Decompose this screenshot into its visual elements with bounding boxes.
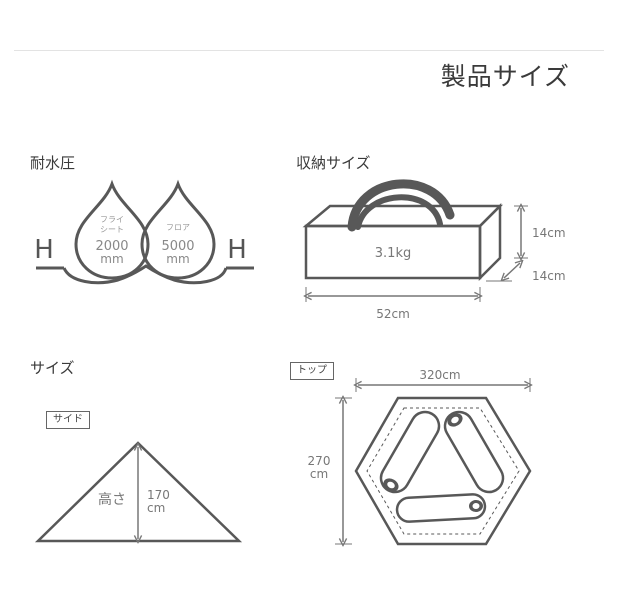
- height-value: 170: [147, 488, 170, 502]
- fly-sheet-drop: [74, 179, 150, 280]
- fly-unit: mm: [100, 252, 123, 266]
- fly-label-line2: シート: [100, 225, 124, 234]
- tent-floor-hexagon: [354, 396, 532, 546]
- sleeping-bag-bottom: [395, 493, 487, 523]
- top-view-diagram: 320cm 270 cm: [308, 368, 530, 544]
- height-unit: cm: [147, 501, 165, 515]
- bag-handle-outer: [347, 179, 455, 232]
- water-resistance-diagram: H H フライ シート 2000 mm フロア 5000 mm: [34, 179, 254, 285]
- floor-unit: mm: [166, 252, 189, 266]
- size-label: サイズ: [30, 359, 75, 377]
- sleeping-bag-right: [443, 410, 505, 494]
- storage-bag-diagram: 3.1kg 14cm 14cm 52cm: [302, 179, 566, 321]
- top-depth-unit: cm: [310, 467, 328, 481]
- bag-front: [304, 224, 482, 280]
- h-letter-right: H: [227, 235, 247, 265]
- top-width: 320cm: [419, 368, 460, 382]
- bag-handle-inner: [355, 194, 443, 230]
- bag-weight: 3.1kg: [375, 246, 411, 261]
- water-resistance-label: 耐水圧: [30, 154, 76, 172]
- top-view-tag: トップ: [290, 362, 334, 380]
- top-depth-value: 270: [308, 454, 331, 468]
- floor-drop: [140, 179, 216, 280]
- fly-label-line1: フライ: [100, 215, 124, 224]
- page-title: 製品サイズ: [440, 62, 570, 91]
- bag-depth: 14cm: [532, 269, 566, 283]
- floor-value: 5000: [161, 239, 194, 254]
- floor-label: フロア: [166, 223, 190, 232]
- height-label: 高さ: [98, 491, 126, 508]
- h-letter-left: H: [34, 235, 54, 265]
- side-view-tag: サイド: [46, 411, 90, 429]
- storage-size-label: 収納サイズ: [296, 154, 371, 172]
- bag-width: 52cm: [376, 307, 410, 321]
- top-divider: [14, 50, 604, 51]
- side-view-diagram: 高さ 170 cm: [34, 441, 243, 541]
- fly-value: 2000: [95, 239, 128, 254]
- bag-height: 14cm: [532, 226, 566, 240]
- sleeping-bag-left: [379, 410, 441, 494]
